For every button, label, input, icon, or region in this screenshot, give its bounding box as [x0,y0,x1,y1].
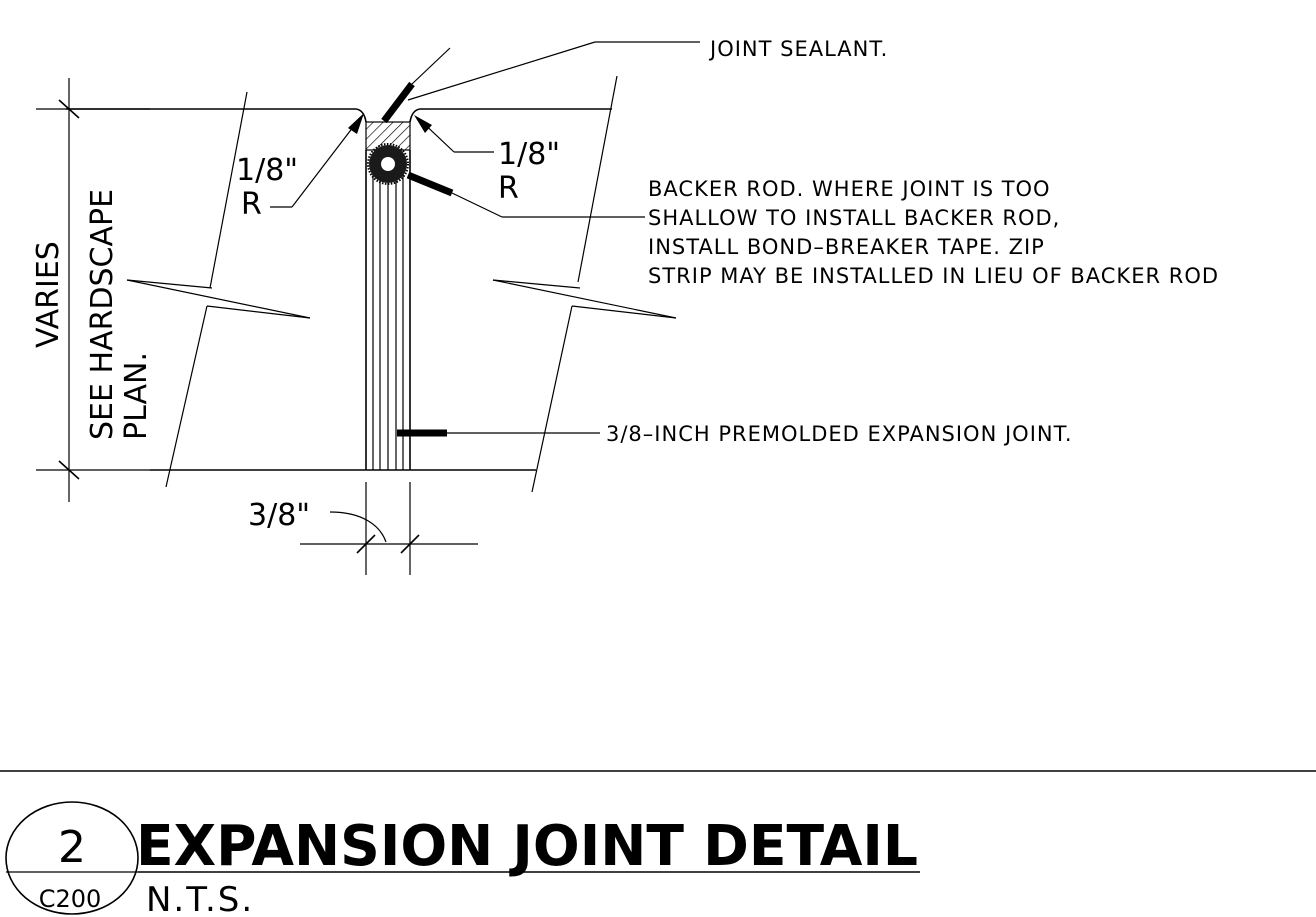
left-radius-value: 1/8" [236,153,298,188]
title-block [0,770,1316,915]
callout-backer-rod-line-2: SHALLOW TO INSTALL BACKER ROD, [648,206,1060,230]
premolded-expansion-joint-filler [365,150,411,470]
right-radius-letter: R [498,171,519,206]
right-radius-leader [414,115,494,153]
callout-backer-rod-line-4: STRIP MAY BE INSTALLED IN LIEU OF BACKER… [648,264,1219,288]
depth-label: VARIES [31,241,66,348]
joint-width-dimension [300,482,478,575]
detail-number: 2 [58,822,86,873]
callout-expansion-joint: 3/8–INCH PREMOLDED EXPANSION JOINT. [606,422,1073,446]
detail-bubble [5,801,139,915]
right-radius-value: 1/8" [498,137,560,172]
detail-title: EXPANSION JOINT DETAIL [136,814,918,879]
left-concrete-slab [66,91,536,488]
depth-note-line-1: SEE HARDSCAPE [85,189,120,440]
leader-joint-sealant [381,41,700,124]
joint-assembly [365,121,411,470]
backer-rod [367,143,409,185]
callout-backer-rod-line-1: BACKER ROD. WHERE JOINT IS TOO [648,177,1051,201]
sheet-number: C200 [39,885,102,913]
joint-width-value: 3/8" [248,498,310,533]
depth-dimension [36,78,150,502]
depth-note-line-2: PLAN. [119,352,154,440]
callout-joint-sealant: JOINT SEALANT. [708,37,888,61]
callout-backer-rod-line-3: INSTALL BOND–BREAKER TAPE. ZIP [648,235,1045,259]
detail-scale: N.T.S. [146,880,254,917]
leader-backer-rod [406,171,645,218]
right-concrete-slab [409,75,677,493]
left-radius-leader [270,113,364,208]
left-radius-letter: R [241,187,262,222]
